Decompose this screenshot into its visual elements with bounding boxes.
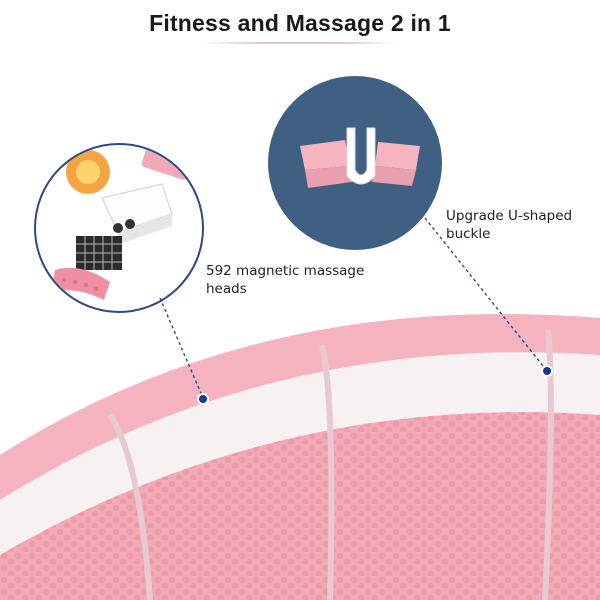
callout-label-buckle: Upgrade U-shaped buckle bbox=[446, 208, 573, 242]
connector-right bbox=[424, 217, 548, 372]
callout-label-magnetic-heads: 592 magnetic massage heads bbox=[206, 263, 365, 297]
internal-view-circle bbox=[34, 143, 204, 313]
connector-left bbox=[159, 297, 204, 399]
ring-white-band bbox=[0, 352, 600, 560]
page-title: Fitness and Massage 2 in 1 bbox=[149, 10, 451, 36]
title-underline bbox=[200, 42, 400, 44]
ring-outer-band bbox=[0, 313, 600, 505]
buckle-view-circle bbox=[268, 76, 442, 250]
